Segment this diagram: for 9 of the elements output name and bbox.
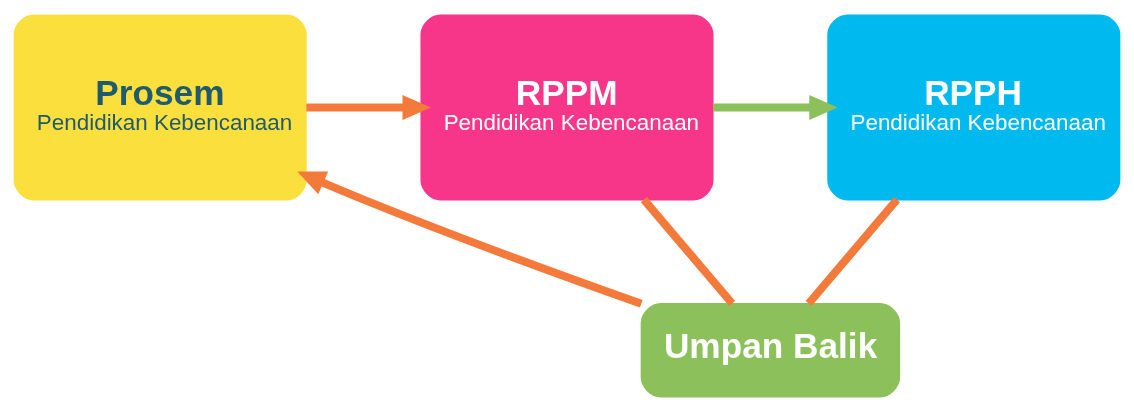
connector xyxy=(640,197,736,307)
arrow xyxy=(713,95,838,120)
arrow xyxy=(297,171,643,308)
connector xyxy=(805,197,900,307)
node-box: RPPM Pendidikan Kebencanaan xyxy=(420,14,714,201)
node-box: Umpan Balik xyxy=(640,302,901,398)
node-box: RPPH Pendidikan Kebencanaan xyxy=(827,14,1121,201)
node-box: Prosem Pendidikan Kebencanaan xyxy=(13,14,307,201)
arrow xyxy=(306,95,431,120)
